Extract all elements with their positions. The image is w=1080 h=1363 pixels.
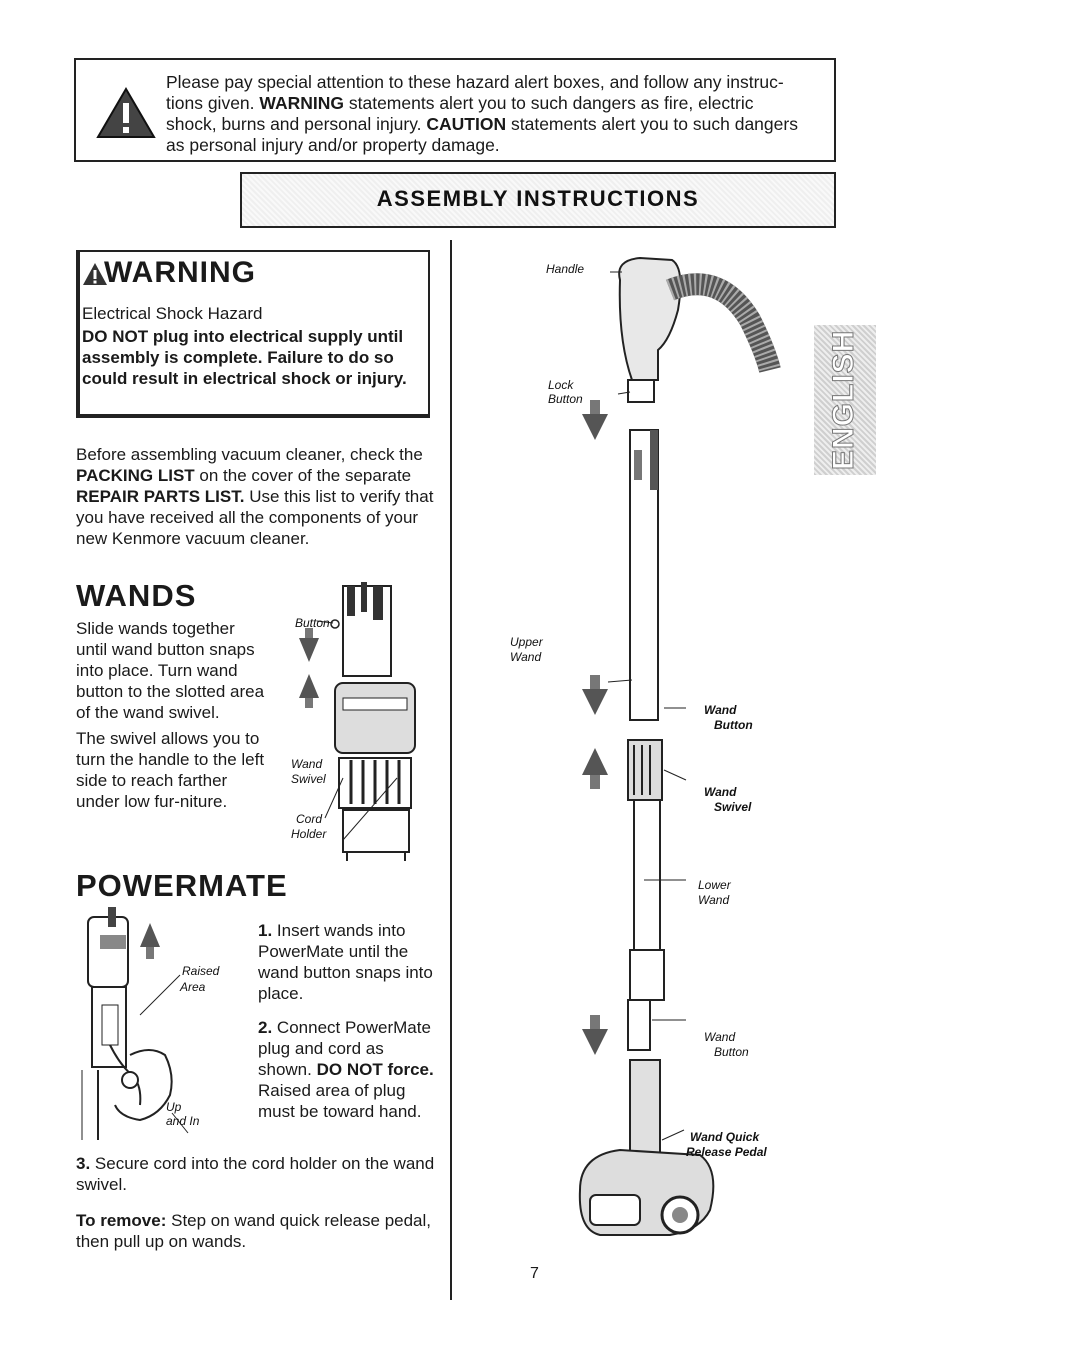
label-wand-swivel-2: Swivel	[291, 772, 326, 786]
label-lock: Lock	[548, 378, 574, 392]
label-lower-wand: Wand	[698, 893, 730, 907]
label-wand-button-2: Button	[714, 718, 753, 732]
label-quick-release-1: Wand Quick	[690, 1130, 760, 1144]
label-wand-swivel-r1: Wand	[704, 785, 737, 799]
language-side-tab-label: ENGLISH	[827, 329, 861, 471]
warning-subtitle: Electrical Shock Hazard	[82, 304, 263, 323]
remove-instruction: To remove: Step on wand quick release pe…	[76, 1211, 432, 1251]
powermate-step-3: 3. Secure cord into the cord holder on t…	[76, 1154, 435, 1194]
powermate-step-2: 2. Connect PowerMate plug and cord as sh…	[258, 1018, 434, 1121]
wands-instruction-2: The swivel allows you to turn the handle…	[76, 729, 265, 811]
label-area: Area	[180, 980, 206, 994]
label-wand-button-b2: Button	[714, 1045, 749, 1059]
warning-title: WARNING	[104, 256, 256, 289]
label-lock-button: Button	[548, 392, 583, 406]
wands-instruction-1: Slide wands together until wand button s…	[76, 619, 265, 722]
label-wand-swivel-r2: Swivel	[714, 800, 752, 814]
label-button: Button	[295, 616, 330, 630]
hazard-notice-text: Please pay special attention to these ha…	[166, 72, 798, 155]
powermate-step-1: 1. Insert wands into PowerMate until the…	[258, 921, 433, 1003]
vacuum-assembly-illustration	[578, 256, 781, 1236]
label-lower: Lower	[698, 878, 731, 892]
label-quick-release-2: Release Pedal	[686, 1145, 767, 1159]
label-cord-holder-2: Holder	[291, 827, 327, 841]
section-banner	[240, 172, 836, 228]
label-wand-button-1: Wand	[704, 703, 737, 717]
label-upper: Upper	[510, 635, 543, 649]
language-side-tab	[814, 325, 876, 475]
section-title: ASSEMBLY INSTRUCTIONS	[376, 186, 700, 211]
column-divider	[450, 240, 452, 1300]
warning-body: DO NOT plug into electrical supply until…	[82, 327, 407, 388]
powermate-heading: POWERMATE	[76, 868, 288, 903]
page-number: 7	[530, 1265, 539, 1282]
warning-triangle-icon	[96, 87, 156, 138]
label-cord-holder-1: Cord	[296, 812, 323, 826]
label-wand-swivel-1: Wand	[291, 757, 323, 771]
warning-box	[76, 250, 430, 418]
wand-swivel-illustration	[299, 582, 416, 861]
label-handle: Handle	[546, 262, 585, 276]
hazard-notice-box	[74, 58, 836, 162]
wands-heading: WANDS	[76, 578, 197, 613]
label-up: Up	[166, 1100, 182, 1114]
label-upper-wand: Wand	[510, 650, 542, 664]
label-wand-button-b1: Wand	[704, 1030, 736, 1044]
label-raised: Raised	[182, 964, 220, 978]
label-and-in: and In	[166, 1114, 200, 1128]
warning-triangle-icon	[83, 263, 107, 285]
intro-paragraph: Before assembling vacuum cleaner, check …	[76, 445, 434, 548]
powermate-plug-illustration	[81, 907, 189, 1140]
